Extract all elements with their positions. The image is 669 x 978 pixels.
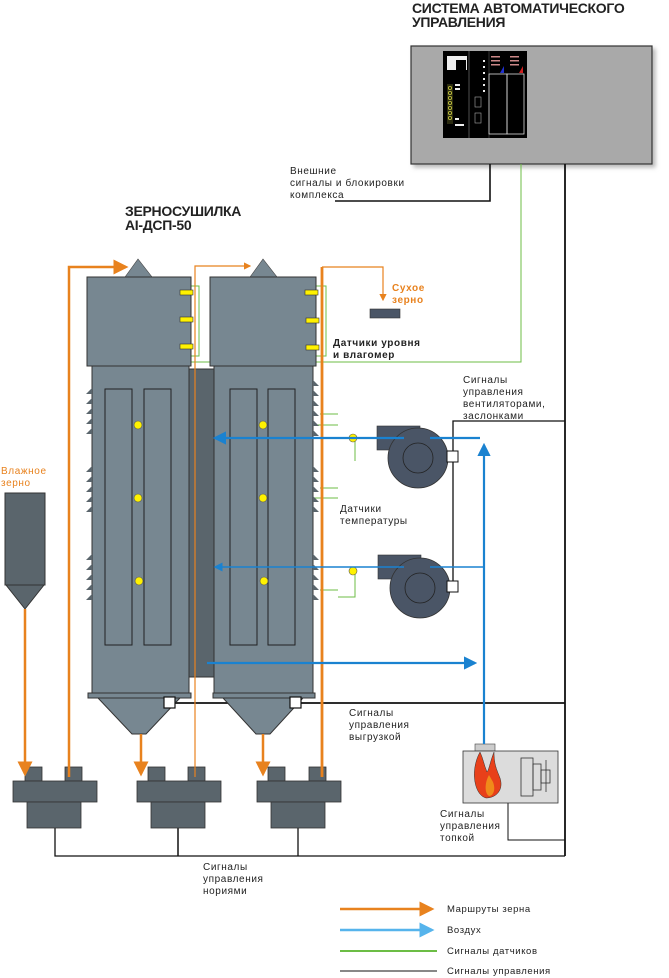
- fan-upper: [376, 425, 459, 489]
- furnace-signals-label: Сигналы управления топкой: [440, 809, 501, 844]
- bucket-elevator-2: [136, 766, 222, 829]
- control-cabinet: [410, 45, 653, 165]
- plc-controller-icon: [443, 51, 527, 138]
- bucket-elevator-3: [256, 766, 342, 829]
- wet-grain-label: Влажное зерно: [1, 466, 47, 489]
- dry-grain-label: Сухое зерно: [392, 283, 425, 306]
- unloading-signals-label: Сигналы управления выгрузкой: [349, 708, 410, 743]
- fan-damper-signals-label: Сигналы управления вентиляторами, заслон…: [463, 375, 546, 422]
- fan-lower: [377, 554, 459, 619]
- furnace: [462, 743, 559, 804]
- legend-samples: [340, 901, 437, 972]
- dry-grain-receiver: [369, 308, 401, 319]
- temperature-sensors-label: Датчики температуры: [340, 504, 408, 527]
- legend-label-grain-route: Маршруты зерна: [447, 904, 531, 915]
- level-sensors-label: Датчики уровня и влагомер: [333, 338, 421, 361]
- legend-label-control-signal: Сигналы управления: [447, 966, 551, 977]
- dryer-title: ЗЕРНОСУШИЛКА AI-ДСП-50: [125, 203, 242, 233]
- air-flows: [207, 431, 491, 744]
- grain-routes: [17, 259, 387, 777]
- temperature-sensors: [133, 420, 358, 586]
- level-sensors: [179, 289, 320, 351]
- control-system-title: СИСТЕМА АВТОМАТИЧЕСКОГО УПРАВЛЕНИЯ: [412, 0, 625, 30]
- unloading-dampers: [163, 696, 302, 709]
- air-duct-center: [188, 368, 218, 678]
- dryer-column-right: [209, 258, 319, 735]
- external-signals-label: Внешние сигналы и блокировки комплекса: [290, 166, 405, 201]
- bucket-elevator-1: [12, 766, 98, 829]
- dryer-column-left: [86, 258, 192, 735]
- elevator-signals-label: Сигналы управления нориями: [203, 862, 264, 897]
- wet-grain-hopper: [4, 492, 46, 610]
- legend-label-air: Воздух: [447, 925, 482, 936]
- legend-label-sensor-signal: Сигналы датчиков: [447, 946, 538, 957]
